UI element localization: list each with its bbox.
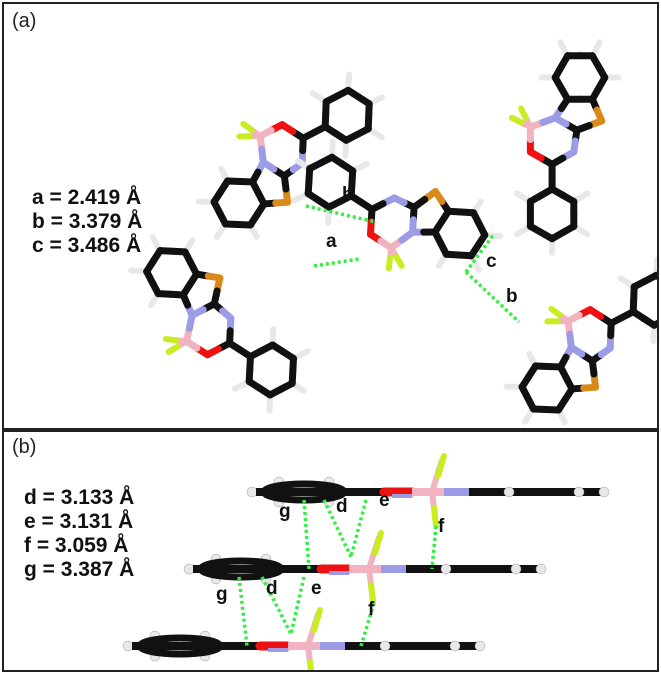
- hydrogen-atom: [379, 640, 391, 652]
- panel-b-label: (b): [12, 436, 37, 458]
- hydrogen-atom: [440, 563, 452, 575]
- bond: [249, 168, 262, 186]
- fluorine-atom: [368, 582, 376, 606]
- contact-line: [359, 602, 376, 647]
- panel-b-molecules: g d e f g d e f: [122, 453, 610, 670]
- contact-label-g1: g: [279, 501, 291, 522]
- bond: [236, 346, 254, 361]
- molecule-stack-top: [246, 453, 610, 529]
- bond: [566, 330, 575, 351]
- molecule-upper-left: [195, 71, 385, 241]
- legend-item-f: f = 3.059 Å: [24, 534, 129, 557]
- contact-labels-a: b a c b: [326, 184, 518, 307]
- contact-line: [464, 232, 496, 274]
- bond: [650, 319, 657, 329]
- bond: [398, 228, 417, 244]
- contact-label-e1: e: [379, 490, 390, 511]
- contact-label-d1: d: [336, 496, 348, 517]
- hydrogen-atom: [535, 563, 547, 575]
- bond: [258, 145, 267, 166]
- hydrogen-atom: [246, 486, 258, 498]
- panel-a-legend: a = 2.419 Å b = 3.379 Å c = 3.486 Å: [32, 186, 142, 258]
- hydrogen-atom: [503, 486, 515, 498]
- bond: [393, 253, 405, 269]
- contact-label-f2: f: [368, 599, 375, 620]
- legend-item-c: c = 3.486 Å: [32, 234, 142, 257]
- contact-label-g2: g: [216, 584, 228, 605]
- fluorine-atom: [372, 530, 384, 556]
- bond: [240, 120, 255, 133]
- contact-line: [430, 525, 438, 570]
- bond: [518, 105, 529, 121]
- contact-line: [322, 499, 353, 558]
- molecule-stack-middle: [183, 530, 547, 606]
- molecule-lower-left: [128, 234, 311, 414]
- bond: [548, 305, 563, 318]
- fluorine-atom: [431, 505, 439, 529]
- contact-line: [260, 576, 293, 635]
- hydrogen-atom: [474, 640, 486, 652]
- contact-label-b1: b: [342, 184, 354, 205]
- bond: [347, 192, 366, 207]
- hydrogen-atom: [183, 563, 195, 575]
- hydrogen-atom: [510, 563, 522, 575]
- bond: [162, 336, 180, 344]
- contact-line: [313, 257, 360, 268]
- contact-line: [289, 576, 306, 635]
- molecule-stack-bottom: [122, 607, 486, 670]
- contact-line: [349, 499, 368, 558]
- contact-labels-b: g d e f g d e f: [216, 490, 445, 620]
- panel-a-label: (a): [12, 10, 37, 32]
- molecule-upper-right: [508, 39, 622, 256]
- bond: [618, 308, 637, 321]
- legend-item-b: b = 3.379 Å: [32, 210, 143, 233]
- molecule-lower-right: [503, 256, 657, 426]
- contact-line: [237, 576, 249, 647]
- contact-label-b2: b: [506, 286, 518, 307]
- legend-item-a: a = 2.419 Å: [32, 186, 142, 209]
- legend-item-g: g = 3.387 Å: [24, 558, 135, 581]
- contact-label-c: c: [486, 251, 497, 272]
- bond: [539, 114, 559, 126]
- contact-line: [302, 499, 311, 570]
- bond: [557, 95, 572, 112]
- fluorine-atom: [307, 659, 314, 670]
- bond: [385, 255, 394, 272]
- contact-label-a: a: [326, 231, 337, 252]
- bond: [310, 123, 329, 136]
- molecule-center: [290, 138, 504, 273]
- legend-item-e: e = 3.131 Å: [24, 510, 134, 533]
- fluorine-atom: [435, 453, 447, 479]
- bond: [557, 353, 570, 371]
- hydrogen-atom: [573, 486, 585, 498]
- bond: [165, 343, 181, 355]
- hydrogen-atom: [122, 640, 134, 652]
- panel-a: (a) a = 2.419 Å b = 3.379 Å c = 3.486 Å …: [2, 2, 659, 430]
- fluorine-atom: [311, 607, 323, 633]
- contact-label-e2: e: [311, 578, 322, 599]
- bond: [508, 114, 525, 126]
- contact-label-d2: d: [266, 578, 278, 599]
- contact-line: [464, 270, 521, 324]
- panel-a-molecules: b a c b: [128, 39, 657, 426]
- panel-b: (b) d = 3.133 Å e = 3.131 Å f = 3.059 Å …: [2, 430, 659, 672]
- hydrogen-atom: [598, 486, 610, 498]
- bond: [185, 311, 196, 332]
- contact-label-f1: f: [438, 516, 445, 537]
- bond: [179, 291, 192, 309]
- panel-b-legend: d = 3.133 Å e = 3.131 Å f = 3.059 Å g = …: [24, 486, 134, 582]
- legend-item-d: d = 3.133 Å: [24, 486, 135, 509]
- hydrogen-atom: [449, 640, 461, 652]
